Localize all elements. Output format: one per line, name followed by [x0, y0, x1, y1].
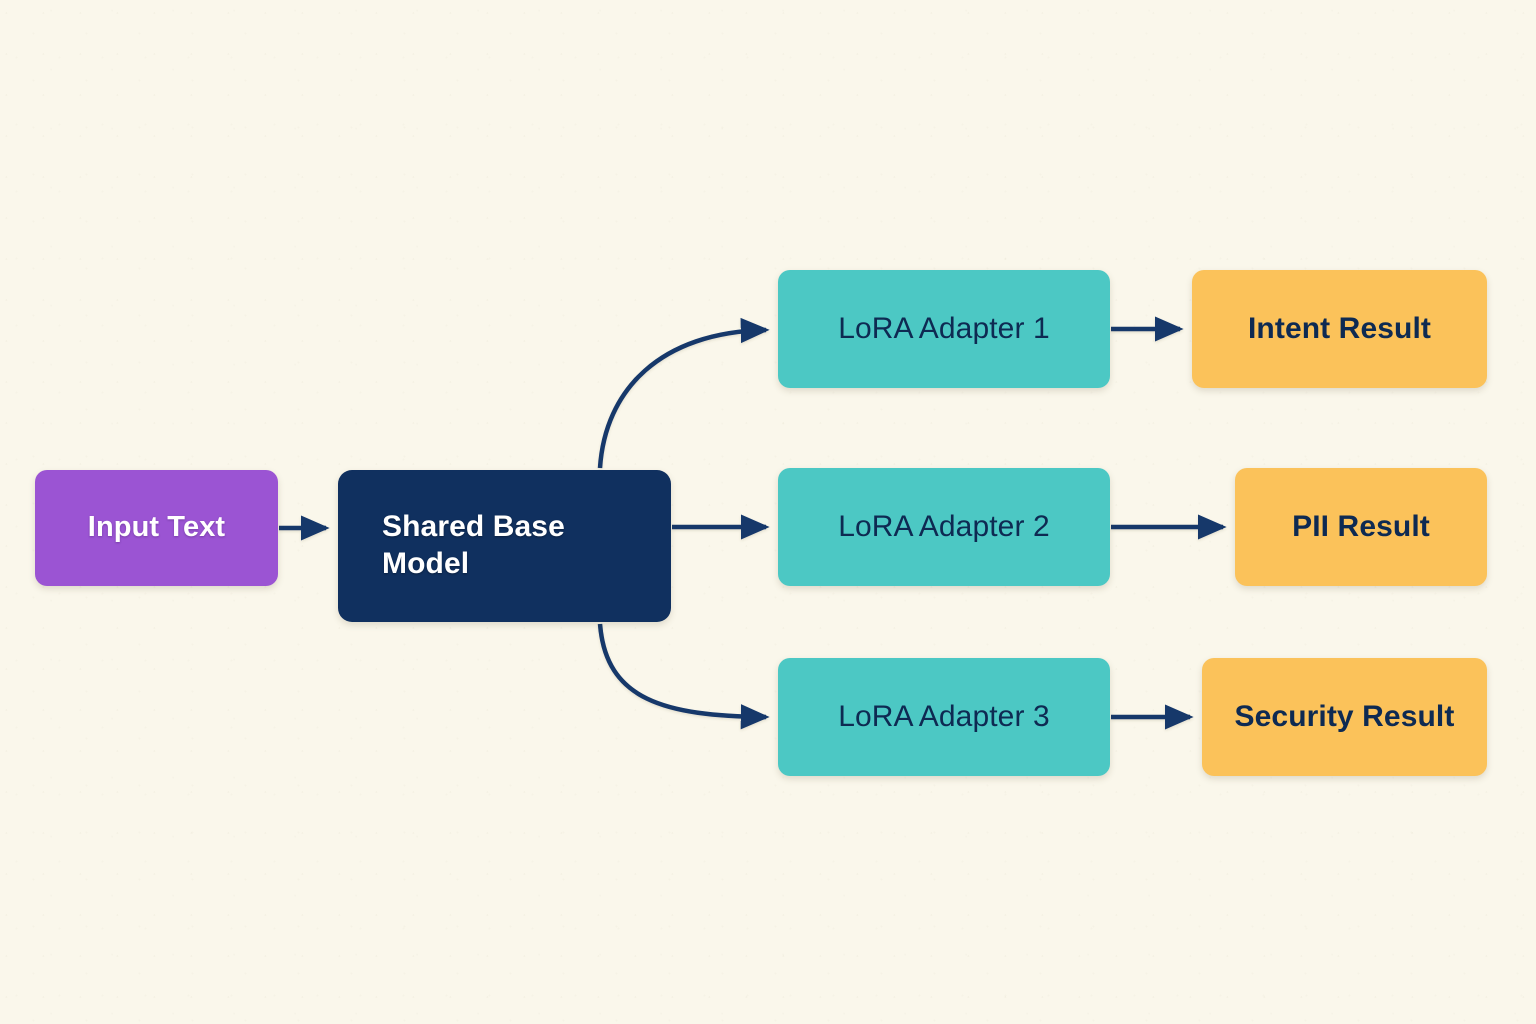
- node-shared-base-model-label: Shared Base Model: [382, 510, 565, 580]
- edge-base-to-adapter-1: [597, 317, 770, 469]
- node-lora-adapter-3[interactable]: LoRA Adapter 3: [778, 658, 1110, 776]
- node-input-text-label: Input Text: [87, 511, 226, 544]
- node-lora-adapter-3-label: LoRA Adapter 3: [838, 699, 1050, 733]
- node-security-result[interactable]: Security Result: [1202, 658, 1487, 776]
- node-lora-adapter-1[interactable]: LoRA Adapter 1: [778, 270, 1110, 388]
- node-pii-result-label: PII Result: [1292, 509, 1430, 543]
- node-pii-result[interactable]: PII Result: [1235, 468, 1487, 586]
- node-shared-base-model[interactable]: Shared Base Model: [338, 470, 671, 622]
- node-lora-adapter-1-label: LoRA Adapter 1: [838, 311, 1050, 345]
- node-security-result-label: Security Result: [1234, 699, 1455, 733]
- node-intent-result[interactable]: Intent Result: [1192, 270, 1487, 388]
- node-input-text[interactable]: Input Text: [35, 470, 278, 586]
- edge-base-to-adapter-3: [597, 623, 770, 730]
- node-lora-adapter-2[interactable]: LoRA Adapter 2: [778, 468, 1110, 586]
- node-intent-result-label: Intent Result: [1248, 311, 1431, 345]
- node-lora-adapter-2-label: LoRA Adapter 2: [838, 509, 1050, 543]
